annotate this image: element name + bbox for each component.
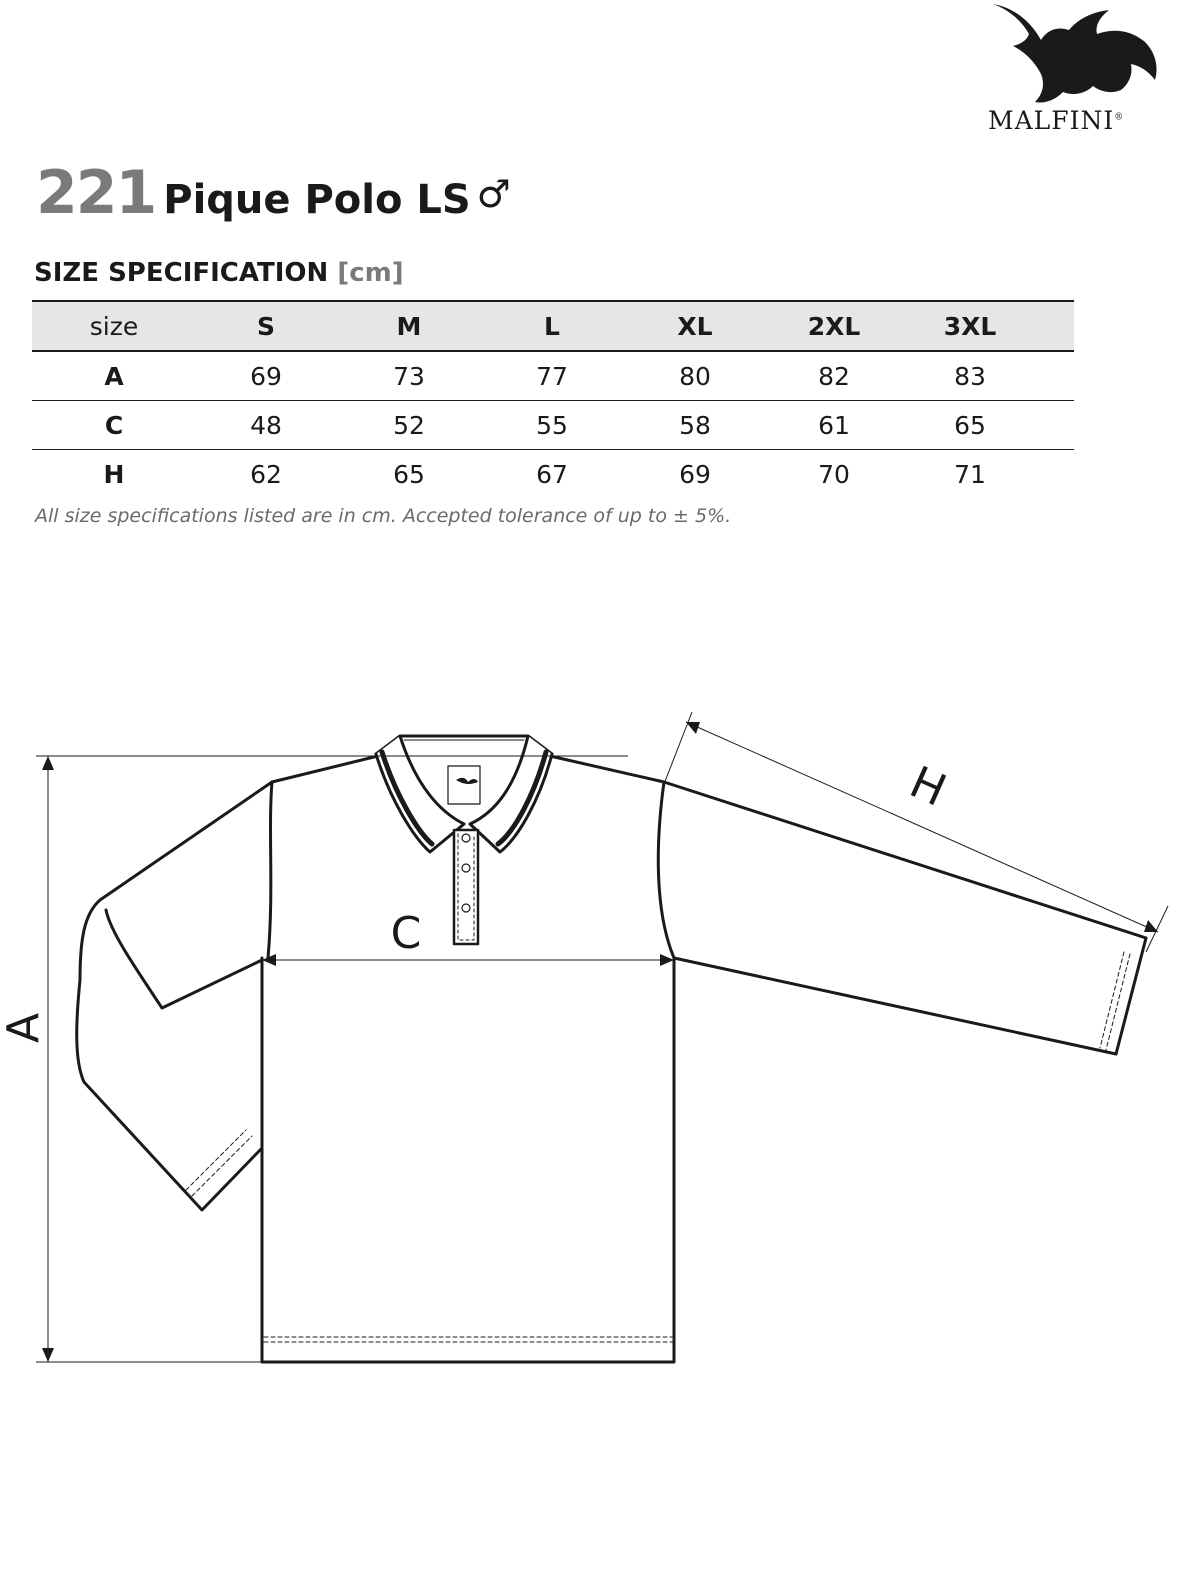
arrow-left-icon [262,954,276,966]
left-armhole [266,780,274,960]
neck-label-eagle-icon [456,777,478,784]
button-icon [461,833,471,843]
collar-right-stripe [495,749,549,847]
arrow-right-icon [660,954,674,966]
right-sleeve-top [662,780,1148,940]
table-cell: 73 [393,361,425,391]
left-sleeve-inner [104,908,264,1010]
neck-label [447,765,481,805]
shirt-hem-stitch [263,1336,673,1343]
shirt-body-outline [260,956,676,1364]
table-cell: 83 [954,361,986,391]
dimension-h-line [685,721,1159,933]
column-header: 2XL [807,311,861,341]
eagle-logo-icon [993,4,1157,103]
table-cell: 77 [536,361,568,391]
spec-heading-text: SIZE SPECIFICATION [34,258,329,288]
table-cell: 80 [679,361,711,391]
dimension-h-label: H [902,757,953,817]
column-header: S [256,311,275,341]
model-number: 221 [36,158,157,228]
right-armhole [656,780,676,960]
column-header: XL [677,311,713,341]
table-header-row: size S M L XL 2XL 3XL [32,301,1074,351]
collar-left [374,734,466,854]
collar-right [468,734,554,854]
polo-shirt-diagram: A C H [0,711,1169,1364]
column-header: L [544,311,560,341]
table-row: C 48 52 55 58 61 65 [32,401,1074,450]
table-cell: 70 [818,459,850,489]
guide-h-end [1145,905,1169,953]
row-label: A [104,361,124,391]
cell-spacer [1040,401,1074,450]
table-cell: 62 [250,459,282,489]
cell-spacer [1040,450,1074,499]
row-label: C [104,410,124,440]
right-cuff [1114,936,1148,1056]
collar-left-stripe [379,749,435,847]
table-cell: 65 [393,459,425,489]
model-name: Pique Polo LS [163,177,471,223]
size-table: size S M L XL 2XL 3XL A 69 73 77 80 82 8… [32,300,1074,498]
button-icon [461,903,471,913]
table-cell: 71 [954,459,986,489]
table-row: A 69 73 77 80 82 83 [32,351,1074,401]
spec-heading: SIZE SPECIFICATION [cm] [34,258,404,288]
dimension-a-label: A [0,1013,49,1043]
table-cell: 69 [250,361,282,391]
cell-spacer [1040,351,1074,401]
table-cell: 65 [954,410,986,440]
column-header: size [89,311,139,341]
right-shoulder [548,754,666,784]
spec-unit: [cm] [337,258,404,288]
column-header: M [396,311,422,341]
table-row: H 62 65 67 69 70 71 [32,450,1074,499]
brand-name: MALFINI [988,106,1115,135]
table-cell: 82 [818,361,850,391]
table-cell: 61 [818,410,850,440]
right-cuff-stitch [1099,951,1131,1051]
row-label: H [103,459,125,489]
table-cell: 58 [679,410,711,440]
left-cuff-stitch [185,1129,253,1197]
brand-wordmark: MALFINI® [988,106,1124,135]
column-spacer [1040,301,1074,351]
arrow-h-end-icon [1144,920,1158,932]
right-sleeve-bottom [672,956,1118,1056]
table-cell: 52 [393,410,425,440]
left-sleeve-outer [75,780,274,1212]
arrow-h-start-icon [686,722,700,734]
tolerance-note: All size specifications listed are in cm… [35,505,732,527]
dimension-c-label: C [391,908,422,959]
placket-stitch [457,833,475,941]
guide-h-start [663,711,693,785]
left-shoulder [270,754,380,784]
arrow-up-icon [42,756,54,770]
column-header: 3XL [943,311,997,341]
male-icon: ♂ [476,172,511,216]
table-cell: 55 [536,410,568,440]
button-icon [461,863,471,873]
registered-mark: ® [1114,112,1125,123]
arrow-down-icon [42,1348,54,1362]
table-cell: 67 [536,459,568,489]
table-cell: 48 [250,410,282,440]
table-cell: 69 [679,459,711,489]
